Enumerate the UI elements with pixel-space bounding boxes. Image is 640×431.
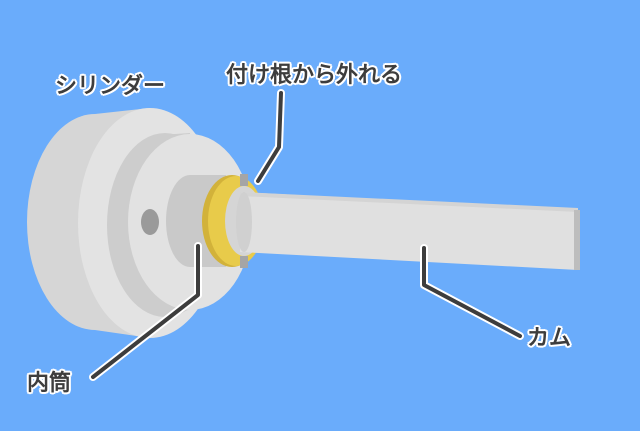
inner-tube-label: 内筒 bbox=[27, 371, 72, 396]
detached-at-base-label: 付け根から外れる bbox=[226, 63, 403, 88]
cam-icon bbox=[236, 192, 580, 270]
cylinder-label: シリンダー bbox=[55, 74, 166, 99]
cam-label: カム bbox=[527, 326, 572, 351]
leader-lines bbox=[89, 89, 524, 381]
cylinder-icon bbox=[27, 108, 264, 338]
